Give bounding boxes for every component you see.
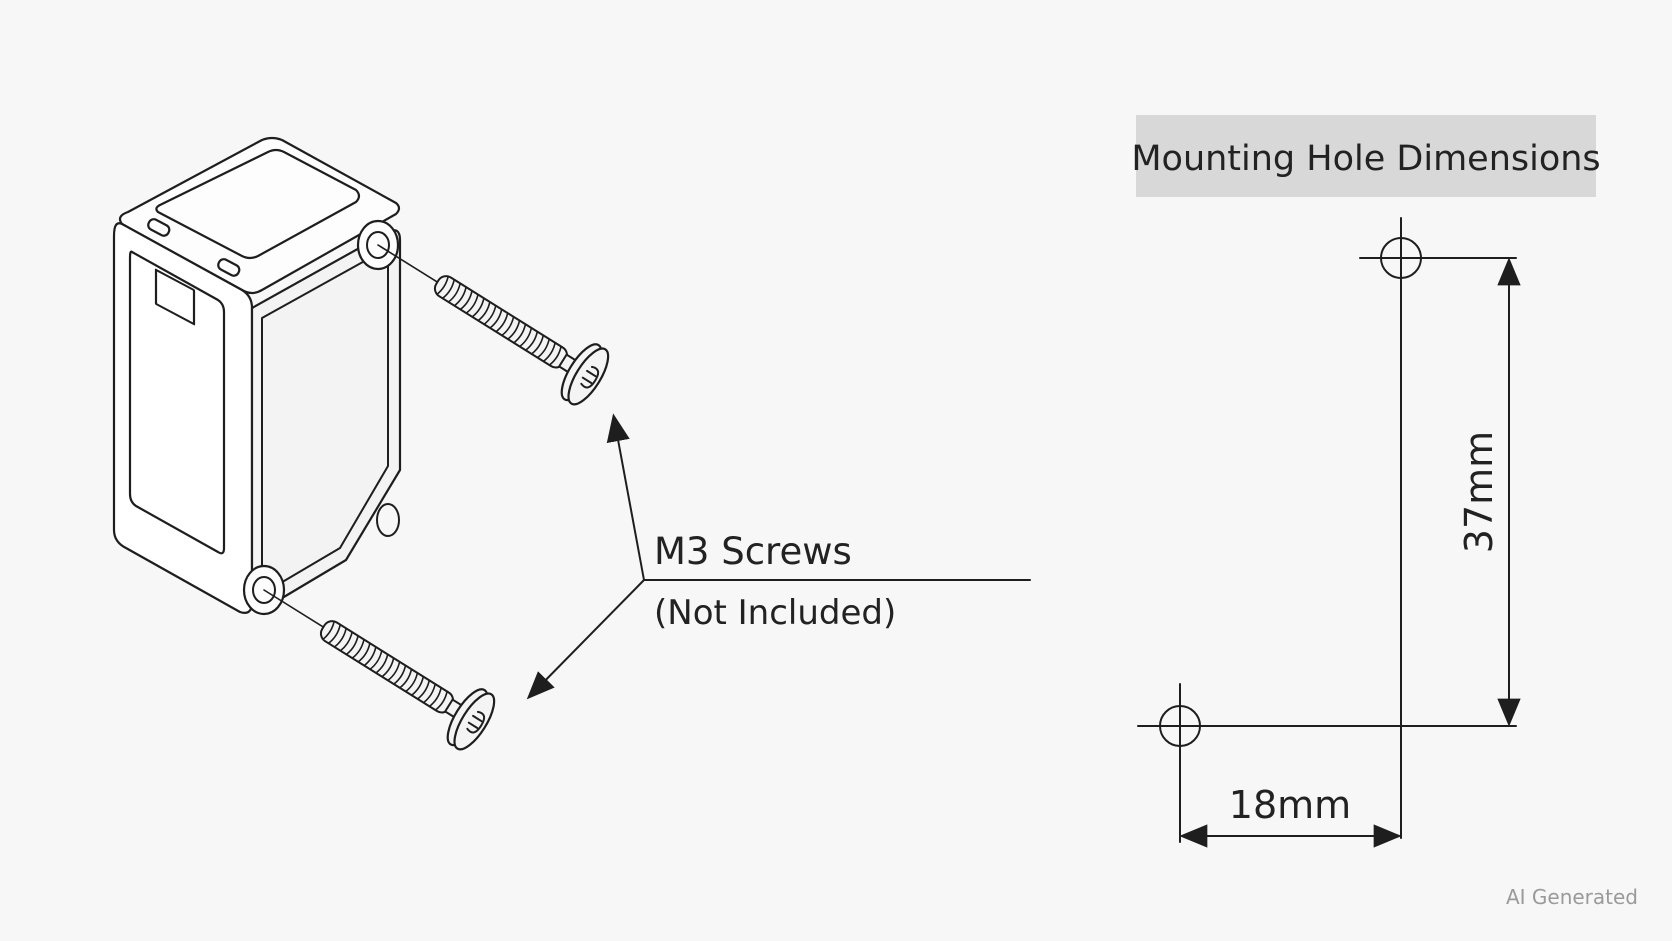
- callout-arrow-top: [606, 413, 645, 581]
- screw-thread: [351, 639, 365, 659]
- screw-thread: [363, 646, 377, 667]
- horizontal-dimension-label: 18mm: [1229, 783, 1351, 827]
- screw-thread: [423, 683, 436, 704]
- screw-thread: [381, 657, 395, 678]
- screw-thread: [345, 635, 359, 656]
- sensor-label-square: [154, 268, 196, 326]
- screw-thread: [495, 312, 509, 333]
- screw-thread: [328, 624, 341, 644]
- screw-thread: [542, 342, 556, 363]
- screw-thread: [447, 283, 461, 303]
- title-box-label: Mounting Hole Dimensions: [1131, 139, 1600, 179]
- title-box-background: [1136, 115, 1596, 197]
- screw-thread: [465, 294, 479, 314]
- screw-thread: [333, 628, 347, 648]
- sensor-body: [112, 136, 402, 616]
- screw-thread: [477, 301, 491, 322]
- screw-thread: [357, 643, 371, 663]
- screw-thread: [428, 687, 442, 708]
- hole-marker-top: [1359, 217, 1517, 839]
- hole-marker-bottom: [1137, 683, 1517, 843]
- screw-bottom: [263, 589, 496, 751]
- sensor-side-loop: [376, 503, 400, 537]
- led-indicator: [217, 258, 241, 277]
- screw-thread: [548, 346, 562, 366]
- screw-thread: [369, 650, 383, 670]
- screw-thread: [519, 327, 533, 348]
- screw-thread: [417, 680, 431, 700]
- watermark-text: AI Generated: [1506, 885, 1638, 909]
- title-box: Mounting Hole Dimensions: [1131, 115, 1601, 197]
- screw-thread: [501, 316, 515, 337]
- screw-thread: [537, 338, 550, 359]
- screw-callout: M3 Screws (Not Included): [526, 413, 1031, 700]
- screw-thread: [339, 631, 353, 652]
- screw-thread: [513, 323, 527, 344]
- screw-top: [377, 244, 610, 406]
- screw-thread: [393, 665, 407, 685]
- screw-thread: [453, 286, 467, 307]
- screw-thread: [471, 298, 485, 318]
- screw-thread: [507, 320, 521, 340]
- screw-thread: [399, 668, 413, 689]
- dimension-drawing: 37mm 18mm: [1137, 217, 1521, 848]
- screw-thread: [434, 691, 448, 711]
- screw-thread: [405, 672, 419, 693]
- screw-thread: [411, 676, 425, 696]
- sensor-side-face: [250, 229, 402, 613]
- screw-thread: [525, 331, 539, 351]
- screw-thread: [459, 290, 473, 311]
- callout-arrow-bottom: [526, 579, 645, 700]
- screw-thread: [489, 309, 503, 329]
- screw-thread: [387, 661, 401, 682]
- screw-thread: [442, 279, 455, 299]
- screw-thread: [375, 654, 389, 674]
- screw-thread: [531, 335, 545, 355]
- led-indicator: [147, 218, 171, 237]
- screw-thread: [436, 275, 450, 296]
- callout-label-screws: M3 Screws: [654, 530, 852, 573]
- callout-label-not-included: (Not Included): [654, 593, 896, 633]
- screw-thread: [483, 305, 497, 325]
- sensor-top-window: [155, 148, 361, 260]
- sensor-lens-window: [128, 250, 226, 555]
- vertical-dimension-label: 37mm: [1457, 431, 1501, 553]
- screw-thread: [322, 620, 336, 641]
